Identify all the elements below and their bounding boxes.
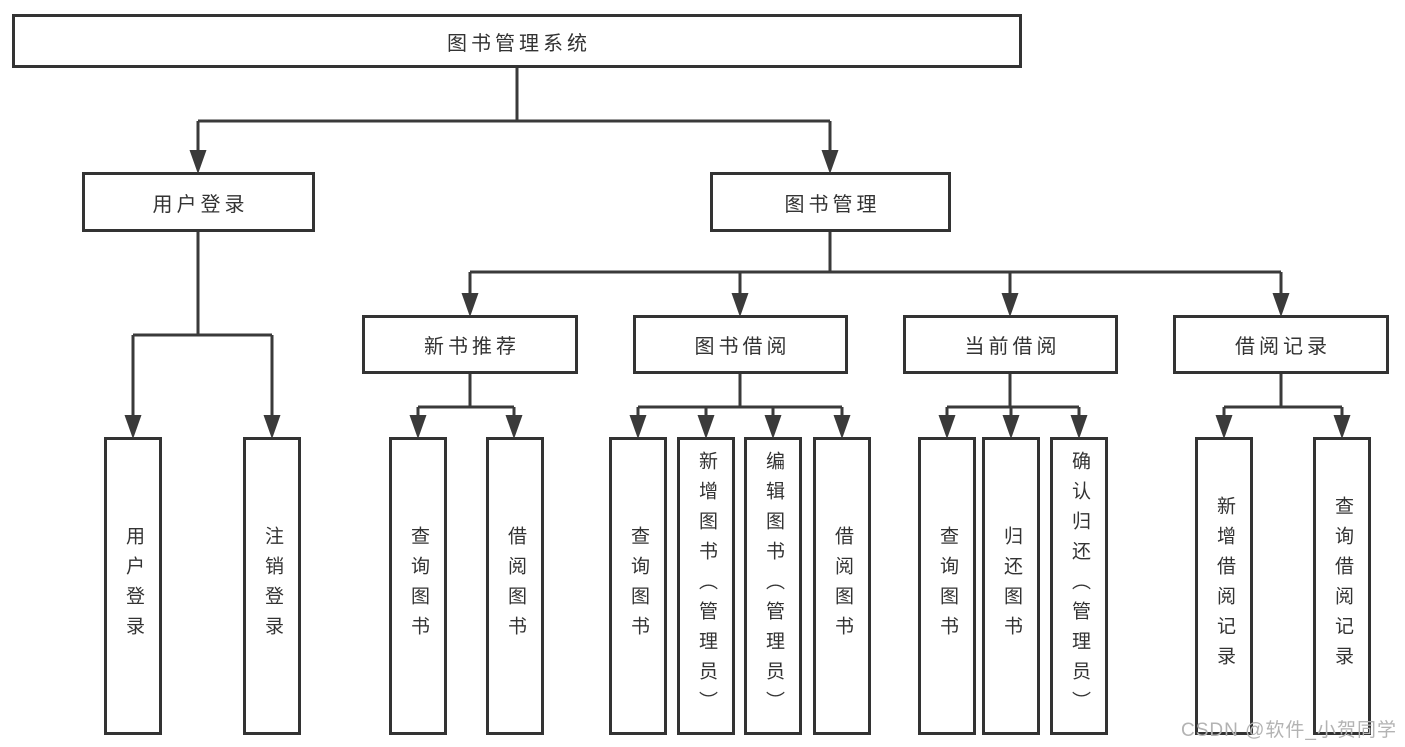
leaf-user-login-label: 用户登录 — [122, 526, 144, 646]
leaf-confirm-return-admin-label: 确认归还（管理员） — [1068, 451, 1090, 721]
node-new-book-recommend: 新书推荐 — [362, 315, 578, 374]
leaf-add-borrow-record-label: 新增借阅记录 — [1213, 496, 1235, 676]
node-borrow-records: 借阅记录 — [1173, 315, 1389, 374]
csdn-watermark: CSDN @软件_小贺同学 — [1181, 720, 1397, 741]
leaf-edit-books-admin: 编辑图书（管理员） — [744, 437, 802, 735]
node-book-management-label: 图书管理 — [784, 193, 881, 216]
node-user-login: 用户登录 — [82, 172, 315, 232]
leaf-borrow-books-label: 借阅图书 — [831, 526, 853, 646]
leaf-return-books: 归还图书 — [982, 437, 1040, 735]
leaf-edit-books-admin-label: 编辑图书（管理员） — [762, 451, 784, 721]
leaf-query-borrow-record: 查询借阅记录 — [1313, 437, 1371, 735]
leaf-add-borrow-record: 新增借阅记录 — [1195, 437, 1253, 735]
leaf-confirm-return-admin: 确认归还（管理员） — [1050, 437, 1108, 735]
leaf-query-books-current-label: 查询图书 — [936, 526, 958, 646]
node-current-borrowing: 当前借阅 — [903, 315, 1118, 374]
leaf-borrow-books-recommend-label: 借阅图书 — [504, 526, 526, 646]
leaf-logout: 注销登录 — [243, 437, 301, 735]
node-new-book-recommend-label: 新书推荐 — [424, 336, 520, 358]
node-root-label: 图书管理系统 — [447, 32, 591, 55]
node-borrow-records-label: 借阅记录 — [1235, 336, 1331, 358]
leaf-query-books-borrowing: 查询图书 — [609, 437, 667, 735]
leaf-query-borrow-record-label: 查询借阅记录 — [1331, 496, 1353, 676]
leaf-query-books-current: 查询图书 — [918, 437, 976, 735]
node-user-login-label: 用户登录 — [152, 193, 249, 216]
node-current-borrowing-label: 当前借阅 — [964, 336, 1061, 358]
node-book-borrowing: 图书借阅 — [633, 315, 848, 374]
leaf-add-books-admin: 新增图书（管理员） — [677, 437, 735, 735]
node-book-borrowing-label: 图书借阅 — [694, 336, 791, 358]
leaf-query-books-recommend: 查询图书 — [389, 437, 447, 735]
leaf-borrow-books-recommend: 借阅图书 — [486, 437, 544, 735]
leaf-logout-label: 注销登录 — [261, 526, 283, 646]
leaf-borrow-books: 借阅图书 — [813, 437, 871, 735]
leaf-return-books-label: 归还图书 — [1000, 526, 1022, 646]
leaf-query-books-recommend-label: 查询图书 — [407, 526, 429, 646]
leaf-query-books-borrowing-label: 查询图书 — [627, 526, 649, 646]
node-book-management: 图书管理 — [710, 172, 951, 232]
leaf-user-login: 用户登录 — [104, 437, 162, 735]
node-root: 图书管理系统 — [12, 14, 1022, 68]
leaf-add-books-admin-label: 新增图书（管理员） — [695, 451, 717, 721]
